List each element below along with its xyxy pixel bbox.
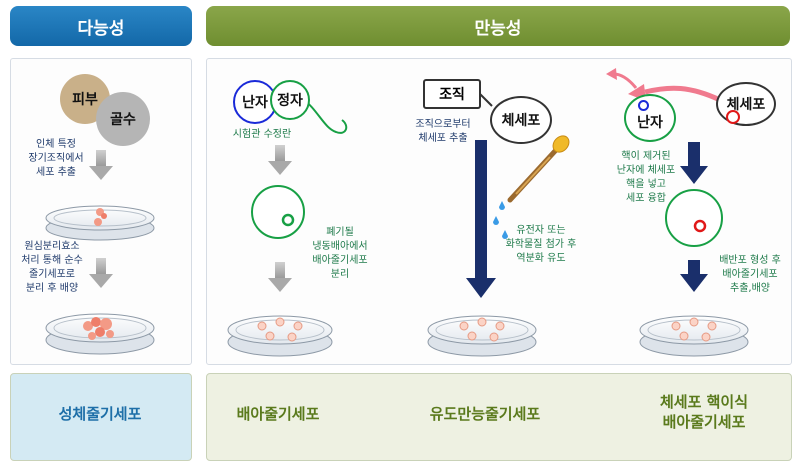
scnt-step2-line: 배아줄기세포 (722, 269, 778, 280)
scnt-fused-cell (665, 189, 723, 247)
sperm-tail (301, 97, 348, 134)
adult-step2-line: 줄기세포로 (29, 269, 75, 280)
scnt-somatic-label: 체세포 (726, 97, 766, 113)
scnt-navy-arrow-2 (680, 260, 708, 292)
scnt-somatic-nucleus (726, 110, 740, 124)
emb-gray-arrow-1 (268, 145, 292, 175)
marrow-label: 골수 (110, 112, 136, 128)
emb-sperm-bubble: 정자 (270, 80, 310, 120)
adult-step1-line: 장기조직에서 (28, 153, 84, 164)
ips-somatic-bubble: 체세포 (490, 96, 552, 144)
emb-step2-line: 냉동배아에서 (312, 241, 368, 252)
scnt-step1-line: 난자에 체세포 (616, 165, 676, 176)
scnt-pink-arrow-2 (613, 72, 638, 89)
scnt-egg-nucleus (638, 100, 649, 111)
pluripotent-header: 만능성 (206, 6, 790, 46)
adult-step1-line: 인체 특정 (36, 139, 76, 150)
adult-step2-line: 분리 후 배양 (25, 283, 79, 294)
adult-gray-arrow-2 (89, 258, 113, 288)
scnt-step2-line: 추출,배양 (730, 283, 770, 294)
scnt-step1-line: 핵을 넣고 (626, 179, 666, 190)
ips-dish (427, 315, 537, 357)
emb-step2-line: 분리 (330, 269, 350, 280)
ips-step1-line: 체세포 추출 (418, 133, 468, 144)
ips-step1-text: 조직으로부터 체세포 추출 (398, 118, 488, 146)
scnt-pink-arrow-body (644, 85, 722, 103)
scnt-somatic-bubble: 체세포 (716, 82, 776, 126)
scnt-step1-line: 세포 융합 (626, 193, 666, 204)
adult-step2-line: 처리 통해 순수 (21, 255, 83, 266)
emb-fertilized-egg (251, 185, 305, 239)
ips-tissue-label: 조직 (439, 87, 465, 103)
ips-dropper (493, 135, 570, 239)
ips-result-label: 유도만능줄기세포 (429, 405, 541, 423)
scnt-navy-arrow-1 (680, 142, 708, 184)
emb-gray-arrow-2 (268, 262, 292, 292)
adult-step2-line: 원심분리효소 (24, 241, 80, 252)
adult-dish-1 (45, 205, 155, 241)
adult-result-label: 성체줄기세포 (58, 405, 142, 423)
adult-footer (10, 373, 192, 461)
adult-gray-arrow-1 (89, 150, 113, 180)
multipotent-header: 다능성 (10, 6, 192, 46)
marrow-bubble: 골수 (96, 92, 150, 146)
emb-step2-line: 폐기될 (326, 227, 354, 238)
scnt-step1-text: 핵이 제거된 난자에 체세포 핵을 넣고 세포 융합 (606, 150, 686, 206)
scnt-step2-line: 배반포 형성 후 (719, 255, 781, 266)
scnt-egg-label: 난자 (637, 115, 663, 131)
adult-step2-text: 원심분리효소 처리 통해 순수 줄기세포로 분리 후 배양 (8, 240, 96, 296)
emb-inner-cell (281, 213, 295, 227)
emb-result-label: 배아줄기세포 (236, 405, 320, 423)
scnt-red-nucleus (693, 219, 707, 233)
ips-step2-text: 유전자 또는 화학물질 첨가 후 역분화 유도 (496, 224, 586, 266)
emb-step2-text: 폐기될 냉동배아에서 배아줄기세포 분리 (298, 226, 382, 282)
emb-step1-text: 시험관 수정란 (232, 129, 292, 140)
scnt-result-line: 배아줄기세포 (662, 413, 746, 431)
emb-egg-label: 난자 (242, 95, 268, 111)
ips-step2-line: 화학물질 첨가 후 (505, 239, 577, 250)
adult-step1-line: 세포 추출 (36, 167, 76, 178)
emb-step2-line: 배아줄기세포 (312, 255, 368, 266)
emb-sperm-label: 정자 (277, 93, 303, 109)
scnt-step2-text: 배반포 형성 후 배아줄기세포 추출,배양 (708, 254, 792, 296)
emb-egg-bubble: 난자 (233, 80, 277, 124)
ips-step2-line: 유전자 또는 (516, 225, 566, 236)
scnt-result-label: 체세포 핵이식 배아줄기세포 (634, 392, 774, 432)
adult-step1-text: 인체 특정 장기조직에서 세포 추출 (16, 138, 96, 180)
ips-step2-line: 역분화 유도 (516, 253, 566, 264)
adult-dish-2 (45, 313, 155, 355)
ips-tissue-connector (479, 93, 493, 107)
emb-dish (227, 315, 333, 357)
ips-navy-arrow (466, 140, 496, 298)
ips-step1-line: 조직으로부터 (415, 119, 471, 130)
ips-somatic-label: 체세포 (501, 113, 541, 129)
scnt-dish (639, 315, 749, 357)
scnt-step1-line: 핵이 제거된 (621, 151, 671, 162)
scnt-egg-bubble: 난자 (624, 94, 676, 142)
pluripotent-footer (206, 373, 792, 461)
skin-label: 피부 (72, 92, 98, 108)
scnt-result-line: 체세포 핵이식 (659, 393, 749, 411)
